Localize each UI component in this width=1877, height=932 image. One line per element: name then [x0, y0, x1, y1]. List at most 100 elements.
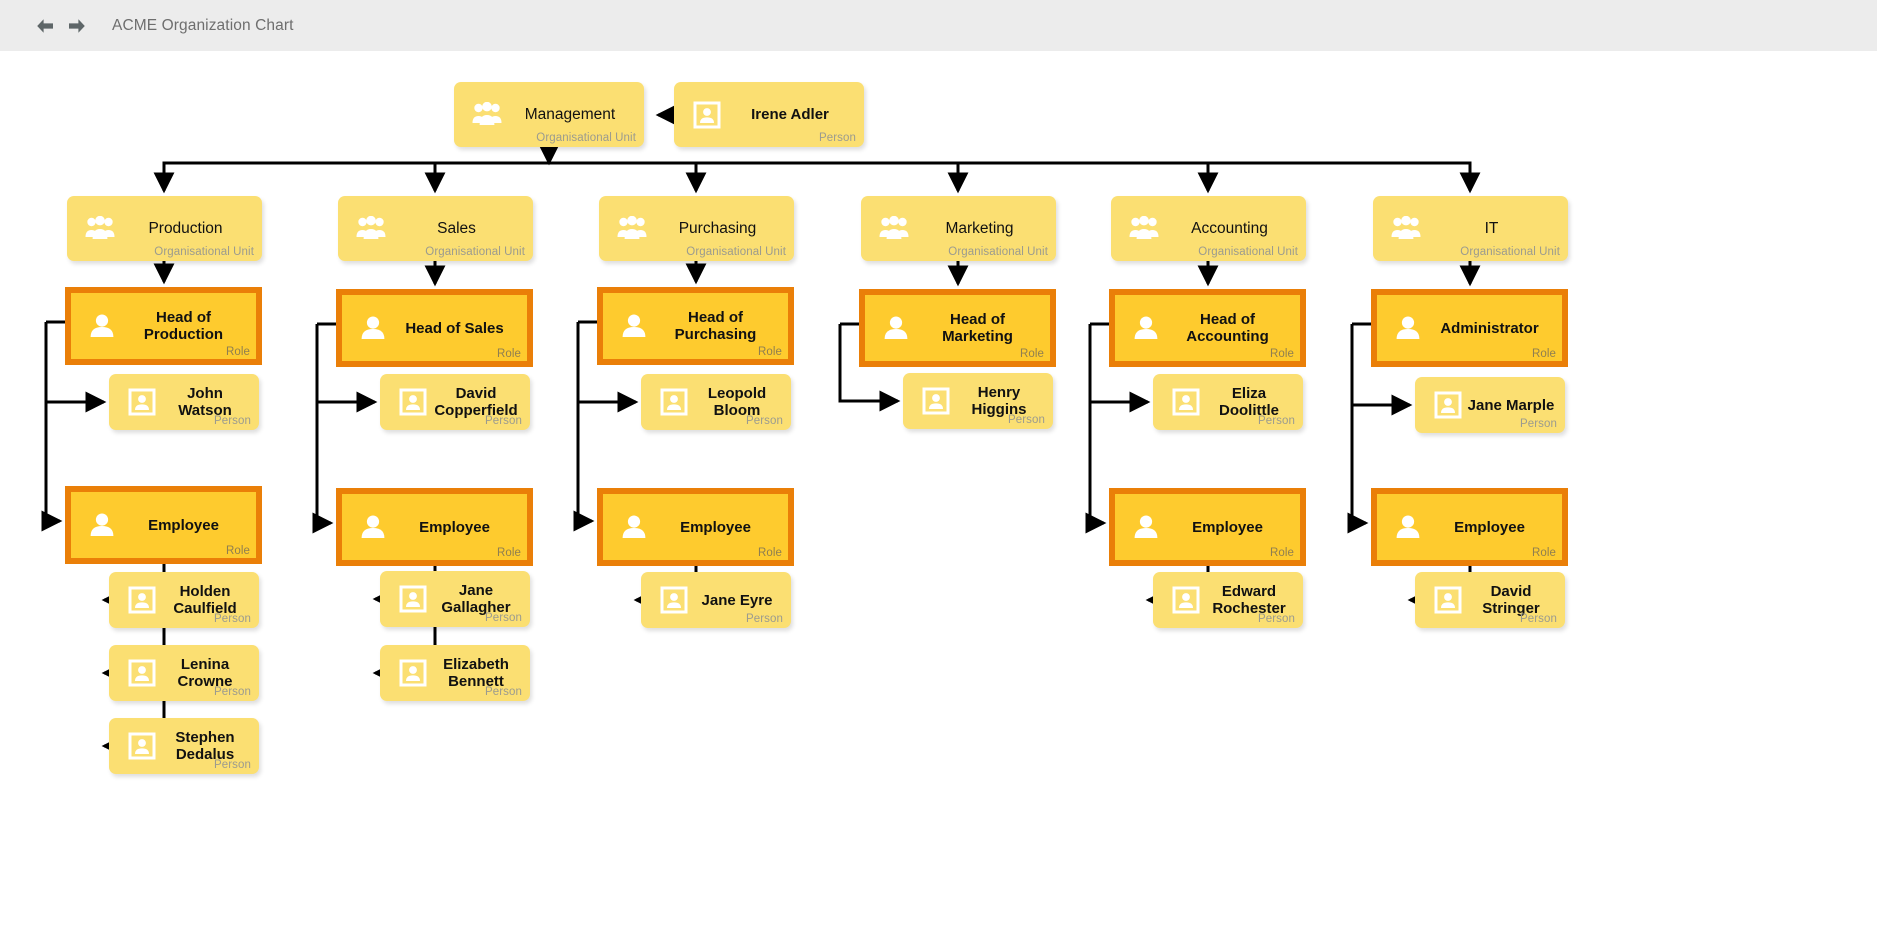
node-kind-label: Organisational Unit [425, 246, 525, 258]
node-kind-label: Person [484, 415, 522, 427]
node-title: Head of Accounting [1186, 311, 1269, 345]
person-icon [617, 309, 651, 343]
node-title: David Stringer [1482, 583, 1540, 617]
node-title: Eliza Doolittle [1219, 385, 1279, 419]
node-kind-label: Person [1007, 414, 1045, 426]
node-kind-label: Person [1519, 613, 1557, 625]
node-kind-label: Role [225, 545, 250, 557]
node-kind-label: Organisational Unit [154, 246, 254, 258]
group-icon [615, 212, 649, 246]
person-framed-icon [657, 583, 691, 617]
person-framed-icon [125, 656, 159, 690]
node-kind-label: Person [213, 613, 251, 625]
node-kind-label: Person [1257, 415, 1295, 427]
node-kind-label: Person [818, 132, 856, 144]
node-kind-label: Role [225, 346, 250, 358]
node-title: Head of Marketing [942, 311, 1013, 345]
person-framed-icon [396, 656, 430, 690]
person-framed-icon [690, 98, 724, 132]
node-title: John Watson [178, 385, 232, 419]
person-icon [1129, 510, 1163, 544]
page-title: ACME Organization Chart [112, 16, 294, 34]
node-kind-label: Role [757, 346, 782, 358]
person-framed-icon [1169, 385, 1203, 419]
arrow-right-icon[interactable] [64, 13, 90, 39]
node-title: Marketing [945, 220, 1014, 237]
node-title: Irene Adler [751, 106, 829, 123]
node-title: Jane Gallagher [441, 582, 511, 616]
node-title: Administrator [1440, 319, 1539, 337]
person-icon [356, 510, 390, 544]
node-kind-label: Role [757, 547, 782, 559]
group-icon [1127, 212, 1161, 246]
node-kind-label: Person [745, 613, 783, 625]
node-title: Leopold Bloom [707, 385, 767, 419]
person-icon [85, 309, 119, 343]
person-framed-icon [1431, 388, 1465, 422]
person-icon [1129, 311, 1163, 345]
person-framed-icon [1169, 583, 1203, 617]
node-kind-label: Organisational Unit [1460, 246, 1560, 258]
node-kind-label: Organisational Unit [686, 246, 786, 258]
arrow-left-icon[interactable] [32, 13, 58, 39]
group-icon [1389, 212, 1423, 246]
group-icon [470, 98, 504, 132]
person-framed-icon [396, 385, 430, 419]
node-kind-label: Person [1519, 418, 1557, 430]
node-kind-label: Organisational Unit [948, 246, 1048, 258]
person-framed-icon [657, 385, 691, 419]
person-framed-icon [1431, 583, 1465, 617]
app-header: ACME Organization Chart [0, 0, 1877, 51]
